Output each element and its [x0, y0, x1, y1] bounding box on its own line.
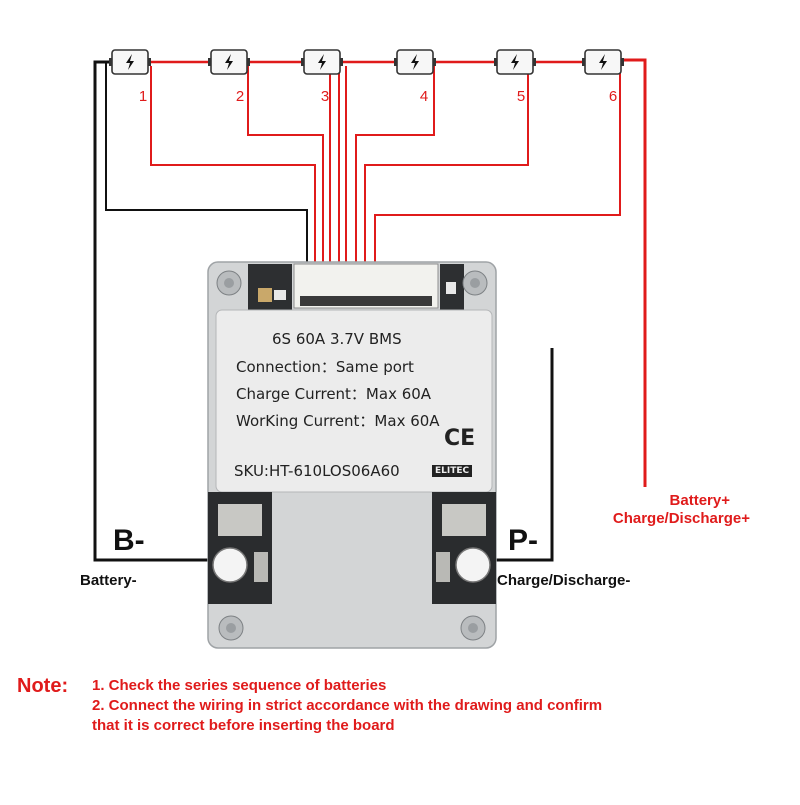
battery-cell-icon — [394, 49, 436, 75]
screw-top-left-head — [224, 278, 234, 288]
balance-wire-1 — [150, 66, 316, 300]
p-minus-terminal-hole — [455, 547, 491, 583]
battery-minus-label: Battery- — [80, 572, 137, 589]
battery-minus-wire — [93, 60, 212, 562]
screw-bottom-right-head — [468, 623, 478, 633]
cell-number-label: 2 — [236, 88, 244, 105]
bms-board — [207, 261, 497, 649]
battery-plus-wire — [620, 58, 647, 487]
balance-wire-6 — [355, 66, 435, 300]
terminal-b-pad-top — [218, 504, 262, 536]
note-line-3: that it is correct before inserting the … — [92, 717, 395, 734]
battery-cell-icon — [494, 49, 536, 75]
pcb-component-2 — [274, 290, 286, 300]
terminal-p-pad-bottom — [436, 552, 450, 582]
terminal-p-pad-top — [442, 504, 486, 536]
sticker-title: 6S 60A 3.7V BMS — [272, 330, 402, 348]
sticker-sku: SKU:HT-610LOS06A60 — [234, 462, 400, 480]
b-minus-terminal-hole — [212, 547, 248, 583]
cell-number-label: 3 — [321, 88, 329, 105]
note-line-1: 1. Check the series sequence of batterie… — [92, 677, 387, 694]
ce-mark: CE — [444, 426, 476, 451]
brand-logo: ELITEC — [432, 465, 473, 477]
battery-cell-icon — [208, 49, 250, 75]
note-line-2: 2. Connect the wiring in strict accordan… — [92, 697, 603, 714]
cell-number-label: 4 — [420, 88, 428, 105]
balance-wire-2 — [247, 66, 324, 300]
charge-discharge-minus-wire — [488, 348, 554, 562]
sticker-working-current: WorKing Current：Max 60A — [236, 412, 440, 430]
battery-plus-label: Battery+ — [669, 492, 730, 509]
cell-number-label: 5 — [517, 88, 525, 105]
battery-cells — [109, 49, 624, 75]
balance-wire-b0 — [105, 62, 308, 300]
pcb-component-3 — [446, 282, 456, 294]
screw-top-right-head — [470, 278, 480, 288]
b-minus-label: B- — [113, 524, 145, 557]
note-title: Note: — [17, 675, 69, 697]
pcb-component-1 — [258, 288, 272, 302]
balance-wires — [93, 58, 647, 562]
balance-connector-pins — [300, 296, 432, 306]
sticker-connection: Connection：Same port — [236, 358, 414, 376]
spec-sticker — [215, 309, 493, 493]
screw-bottom-left-head — [226, 623, 236, 633]
charge-discharge-plus-label: Charge/Discharge+ — [612, 510, 750, 527]
terminal-b-pad-bottom — [254, 552, 268, 582]
battery-cell-icon — [109, 49, 151, 75]
balance-wire-8 — [374, 66, 621, 300]
charge-discharge-minus-label: Charge/Discharge- — [497, 572, 631, 589]
battery-cell-icon — [301, 49, 343, 75]
cell-number-label: 6 — [609, 88, 617, 105]
p-minus-label: P- — [508, 524, 538, 557]
sticker-charge-current: Charge Current：Max 60A — [236, 385, 432, 403]
battery-cell-icon — [582, 49, 624, 75]
cell-number-label: 1 — [139, 88, 147, 105]
balance-wire-7 — [364, 66, 529, 300]
cell-number-labels: 1 2 3 4 5 6 — [139, 88, 617, 105]
